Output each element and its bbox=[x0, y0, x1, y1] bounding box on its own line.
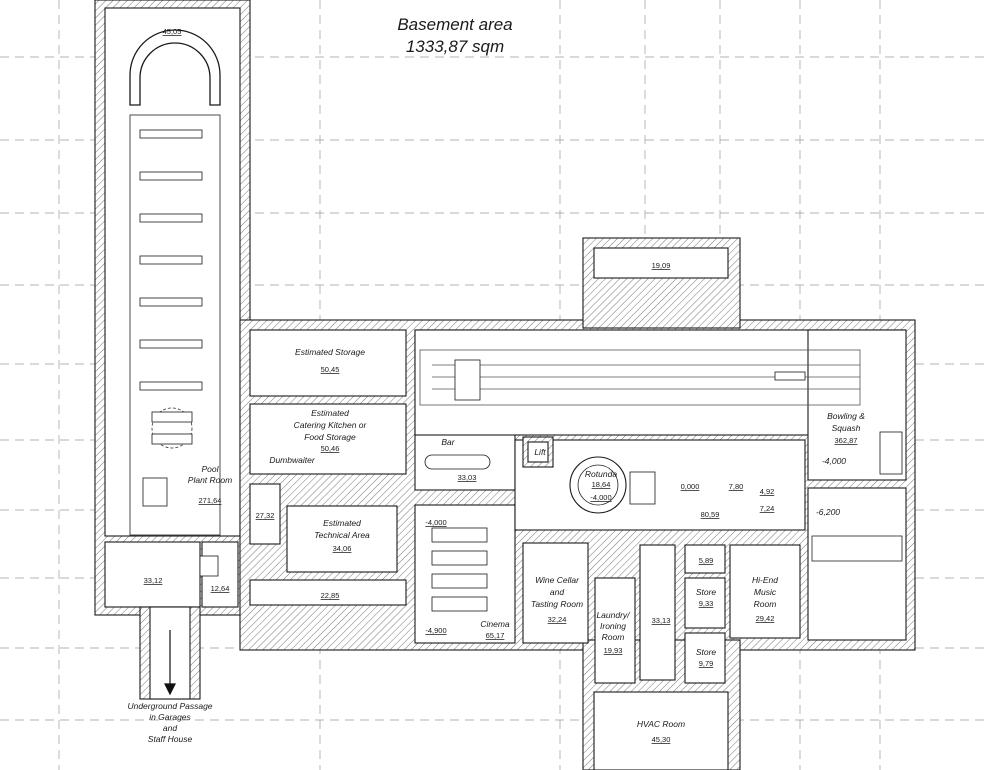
room-area-label: 33,03 bbox=[458, 473, 477, 482]
room-area-label: 362,87 bbox=[835, 436, 858, 445]
room-name-label: Estimated bbox=[323, 518, 361, 528]
room-area-label: 50,46 bbox=[321, 444, 340, 453]
room-name-label: Rotunda bbox=[585, 469, 617, 479]
room-area-label: 33,12 bbox=[144, 576, 163, 585]
room-area-label: 19,93 bbox=[604, 646, 623, 655]
furniture bbox=[424, 431, 903, 612]
room-area-label: 80,59 bbox=[701, 510, 720, 519]
room-name-label: Room bbox=[754, 599, 777, 609]
plan-total-area: 1333,87 sqm bbox=[406, 37, 504, 56]
level-label: -4,000 bbox=[425, 518, 446, 527]
room-area-label: 29,42 bbox=[756, 614, 775, 623]
arrow-down-icon bbox=[164, 630, 176, 696]
room-name-label: Tasting Room bbox=[531, 599, 583, 609]
room-name-label: Room bbox=[602, 632, 625, 642]
room-name-label: Pool bbox=[201, 464, 219, 474]
level-label: -4,900 bbox=[425, 626, 446, 635]
room-area-label: 4,92 bbox=[760, 487, 775, 496]
level-label: -4,000 bbox=[590, 493, 611, 502]
passage-label: in Garages bbox=[149, 712, 191, 722]
room-area-label: 12,64 bbox=[211, 584, 230, 593]
room-name-label: Ironing bbox=[600, 621, 626, 631]
room-name-label: Store bbox=[696, 647, 717, 657]
room-name-label: Estimated bbox=[311, 408, 349, 418]
level-label: 0,000 bbox=[681, 482, 700, 491]
level-label: -4,000 bbox=[822, 456, 846, 466]
room-name-label: Technical Area bbox=[314, 530, 370, 540]
room-area-label: 34,06 bbox=[333, 544, 352, 553]
room-area-label: 50,45 bbox=[321, 365, 340, 374]
bowling-lanes bbox=[419, 349, 861, 406]
room-name-label: and bbox=[550, 587, 564, 597]
room-area-label: 9,79 bbox=[699, 659, 714, 668]
room-name-label: Hi-End bbox=[752, 575, 778, 585]
room-area-label: 65,17 bbox=[486, 631, 505, 640]
room-name-label: Bar bbox=[441, 437, 455, 447]
room-area-label: 271,64 bbox=[199, 496, 222, 505]
room-area-label: 9,33 bbox=[699, 599, 714, 608]
room-name-label: Catering Kitchen or bbox=[294, 420, 368, 430]
room-area-label: 45,30 bbox=[652, 735, 671, 744]
cinema-seats bbox=[431, 527, 488, 612]
room-area-label: 18,64 bbox=[592, 480, 611, 489]
room-name-label: Food Storage bbox=[304, 432, 356, 442]
room-area-label: 7,80 bbox=[729, 482, 744, 491]
plan-title: Basement area bbox=[397, 15, 512, 34]
room-area-label: 19,09 bbox=[652, 261, 671, 270]
room-name-label: Squash bbox=[832, 423, 861, 433]
room-area-label: 7,24 bbox=[760, 504, 775, 513]
room-name-label: Wine Cellar bbox=[535, 575, 580, 585]
room-area-label: 22,85 bbox=[321, 591, 340, 600]
passage-label: Underground Passage bbox=[127, 701, 212, 711]
room-name-label: Dumbwaiter bbox=[269, 455, 316, 465]
pool bbox=[129, 29, 221, 577]
room-name-label: Bowling & bbox=[827, 411, 865, 421]
room-name-label: Estimated Storage bbox=[295, 347, 365, 357]
room-name-label: Store bbox=[696, 587, 717, 597]
room-area-label: 27,32 bbox=[256, 511, 275, 520]
room-area-label: 33,13 bbox=[652, 616, 671, 625]
room-name-label: Lift bbox=[534, 447, 546, 457]
room-area-label: 32,24 bbox=[548, 615, 567, 624]
room-area-label: 5,89 bbox=[699, 556, 714, 565]
passage-label: and bbox=[163, 723, 177, 733]
room-name-label: Music bbox=[754, 587, 777, 597]
walls bbox=[94, 0, 916, 770]
room-area-label: 45,05 bbox=[163, 27, 182, 36]
level-label: -6,200 bbox=[816, 507, 840, 517]
room-name-label: Cinema bbox=[480, 619, 510, 629]
room-name-label: Laundry/ bbox=[596, 610, 631, 620]
passage-label: Staff House bbox=[148, 734, 193, 744]
room-name-label: Plant Room bbox=[188, 475, 232, 485]
room-name-label: HVAC Room bbox=[637, 719, 685, 729]
